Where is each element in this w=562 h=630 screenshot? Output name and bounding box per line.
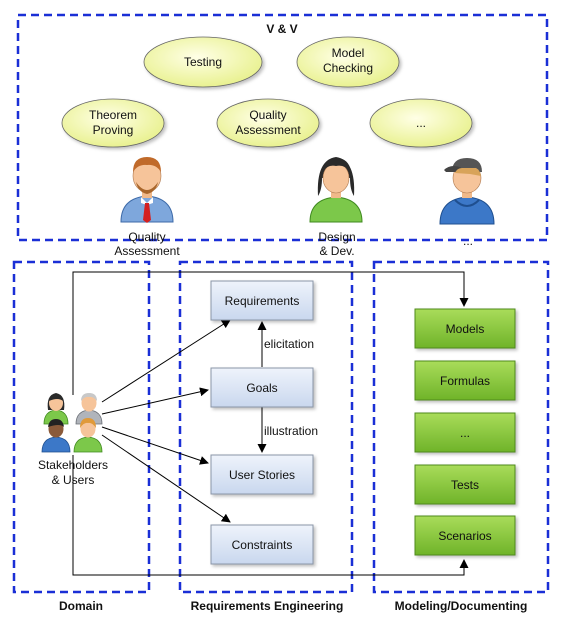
connector-to-scenarios	[72, 455, 469, 576]
bubble-quality-assessment	[216, 98, 320, 148]
arrow-to-requirements	[101, 319, 231, 403]
re-box-goals-label: Goals	[246, 381, 277, 395]
designer-avatar-icon	[309, 157, 363, 223]
actor-quality-assessment-line1: Quality	[128, 230, 165, 244]
bubble-testing	[143, 36, 263, 88]
quality-assessor-avatar-icon	[120, 157, 174, 223]
illustration-label: illustration	[264, 424, 318, 438]
actor-design-dev-line2: & Dev.	[319, 244, 354, 258]
bubble-more	[369, 98, 473, 148]
stakeholders-label-line1: Stakeholders	[38, 458, 108, 472]
md-box-more-label: ...	[460, 426, 470, 440]
bubble-theorem-proving-line2: Proving	[93, 123, 134, 137]
domain-panel	[12, 260, 151, 594]
bubble-model-checking-line2: Checking	[323, 61, 373, 75]
vv-title: V & V	[266, 22, 297, 36]
bubble-more-label: ...	[416, 116, 426, 130]
vv-border	[16, 13, 549, 242]
actor-quality-assessment-line2: Assessment	[114, 244, 180, 258]
md-box-tests-label: Tests	[451, 478, 479, 492]
md-box-tests	[414, 464, 516, 505]
re-box-requirements-label: Requirements	[225, 294, 300, 308]
re-box-user-stories	[210, 454, 314, 495]
stakeholders-label-line2: & Users	[52, 473, 95, 487]
re-box-user-stories-label: User Stories	[229, 468, 295, 482]
md-box-scenarios	[414, 515, 516, 556]
bubble-model-checking-line1: Model	[332, 46, 365, 60]
bubble-theorem-proving	[61, 98, 165, 148]
re-box-constraints	[210, 524, 314, 565]
re-box-requirements	[210, 280, 314, 321]
requirements-engineering-title: Requirements Engineering	[191, 599, 344, 613]
arrow-to-goals	[101, 387, 209, 415]
md-box-scenarios-label: Scenarios	[438, 529, 491, 543]
requirements-engineering-panel	[178, 260, 354, 594]
connector-to-models	[72, 271, 469, 395]
arrow-to-user-stories	[101, 426, 209, 465]
bubble-testing-label: Testing	[184, 55, 222, 69]
bubble-quality-assessment-line2: Assessment	[235, 123, 301, 137]
md-box-more	[414, 412, 516, 453]
actor-more-label: ...	[463, 234, 473, 248]
re-box-goals	[210, 367, 314, 408]
md-box-models	[414, 308, 516, 349]
arrow-to-constraints	[101, 434, 231, 523]
bubble-quality-assessment-line1: Quality	[249, 108, 286, 122]
modeling-documenting-panel	[372, 260, 550, 594]
md-box-models-label: Models	[446, 322, 485, 336]
vv-panel: V & V Testing Model Checking Theorem Pro…	[16, 13, 549, 258]
actor-design-dev-line1: Design	[318, 230, 355, 244]
modeling-documenting-title: Modeling/Documenting	[395, 599, 528, 613]
bubble-theorem-proving-line1: Theorem	[89, 108, 137, 122]
elicitation-label: elicitation	[264, 337, 314, 351]
md-box-formulas-label: Formulas	[440, 374, 490, 388]
domain-title: Domain	[59, 599, 103, 613]
other-actor-avatar-icon	[439, 158, 495, 225]
bubble-model-checking	[296, 36, 400, 88]
md-box-formulas	[414, 360, 516, 401]
stakeholders-group-icon	[41, 393, 103, 453]
re-box-constraints-label: Constraints	[232, 538, 293, 552]
connectors	[72, 271, 469, 576]
